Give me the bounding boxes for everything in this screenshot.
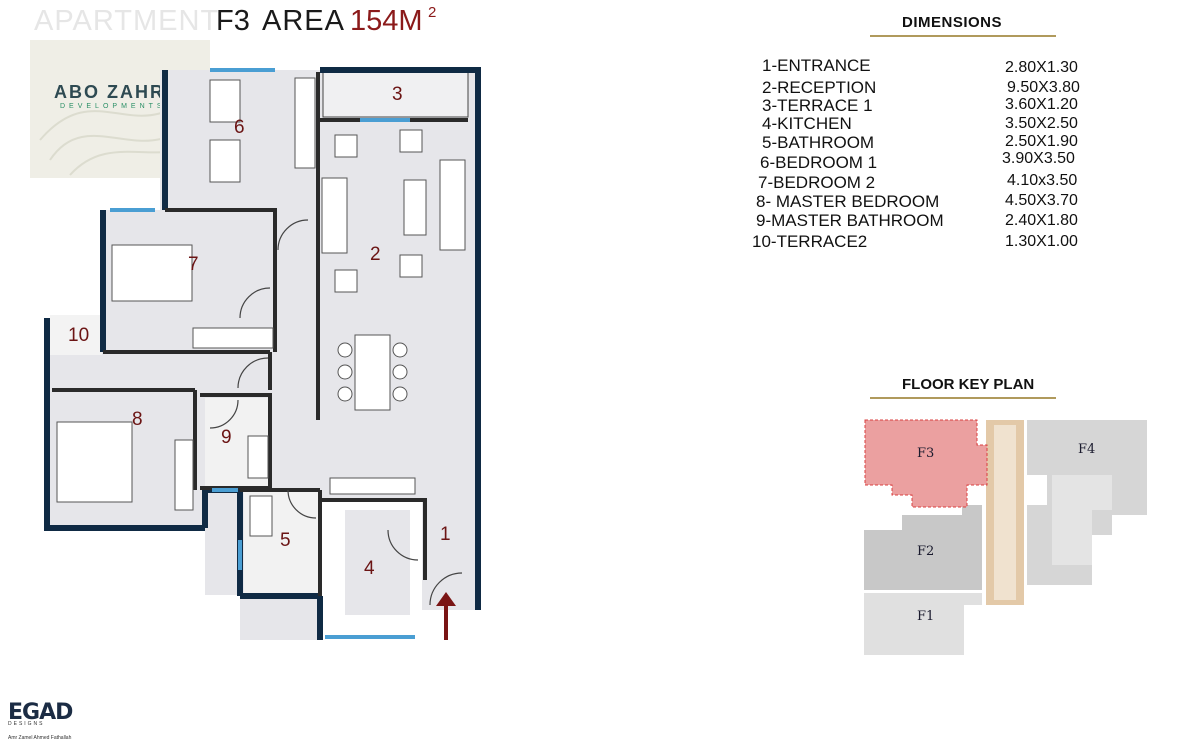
dimension-name: 7-BEDROOM 2: [758, 173, 876, 192]
dimension-name: 3-TERRACE 1: [762, 96, 873, 115]
dimension-value: 2.40X1.80: [1005, 212, 1078, 229]
unit-label: F3: [216, 5, 250, 37]
designer-brand: EGAD: [8, 700, 73, 725]
dimension-value: 3.90X3.50: [1002, 150, 1075, 167]
key-unit-label: F4: [1078, 442, 1095, 457]
dimension-name: 1-ENTRANCE: [762, 56, 871, 75]
dimension-value: 3.50X2.50: [1005, 115, 1078, 132]
dimension-value: 2.80X1.30: [1005, 59, 1078, 76]
dimension-value: 2.50X1.90: [1005, 133, 1078, 150]
dimension-value: 1.30X1.00: [1005, 233, 1078, 250]
entrance-arrow-icon: [436, 592, 456, 640]
divider: [870, 35, 1056, 37]
divider: [870, 397, 1056, 399]
room-number: 2: [370, 244, 381, 265]
dimension-name: 4-KITCHEN: [762, 114, 852, 133]
room-number: 6: [234, 117, 245, 138]
dimension-value: 4.50X3.70: [1005, 192, 1078, 209]
dimension-value: 9.50X3.80: [1007, 79, 1080, 96]
area-value: 154M: [350, 5, 423, 37]
room-number: 8: [132, 409, 143, 430]
key-plan-f3-highlight: [864, 419, 988, 508]
floor-plan: 1 2 3 4 5 6 7 8 9 10: [44, 67, 481, 640]
room-number: 7: [188, 254, 199, 275]
room-number: 9: [221, 427, 232, 448]
room-number: 1: [440, 524, 451, 545]
designer-sub: DESIGNS: [8, 721, 45, 727]
apartment-label: APARTMENT: [34, 5, 220, 37]
logo-name: ABO ZAHRA: [54, 82, 180, 102]
dimensions-title: DIMENSIONS: [902, 14, 1003, 31]
designer-logo: EGAD DESIGNS Amr Zamel Ahmed Fathallah: [8, 700, 73, 741]
dimension-name: 8- MASTER BEDROOM: [756, 192, 940, 211]
room-number: 5: [280, 530, 291, 551]
dimension-name: 6-BEDROOM 1: [760, 153, 878, 172]
dimension-name: 10-TERRACE2: [752, 232, 868, 251]
key-unit-label: F2: [917, 544, 934, 559]
dimension-name: 5-BATHROOM: [762, 133, 875, 152]
area-label: AREA: [262, 5, 345, 37]
dimension-name: 9-MASTER BATHROOM: [756, 211, 944, 230]
key-unit-label: F3: [917, 446, 934, 461]
designer-names: Amr Zamel Ahmed Fathallah: [8, 735, 72, 741]
dimension-value: 4.10x3.50: [1007, 172, 1078, 189]
floor-key-plan: F3 F2 F1 F4: [864, 419, 1147, 655]
area-superscript: 2: [428, 4, 437, 21]
room-number: 10: [68, 325, 89, 346]
key-unit-label: F1: [917, 609, 934, 624]
dimension-value: 3.60X1.20: [1005, 96, 1078, 113]
key-plan-title: FLOOR KEY PLAN: [902, 376, 1035, 393]
dimension-name: 2-RECEPTION: [762, 78, 877, 97]
apartment-title: APARTMENT F3 AREA 154M 2: [30, 0, 450, 40]
room-number: 3: [392, 84, 403, 105]
room-number: 4: [364, 558, 375, 579]
logo-subtitle: DEVELOPMENTS: [60, 103, 166, 110]
